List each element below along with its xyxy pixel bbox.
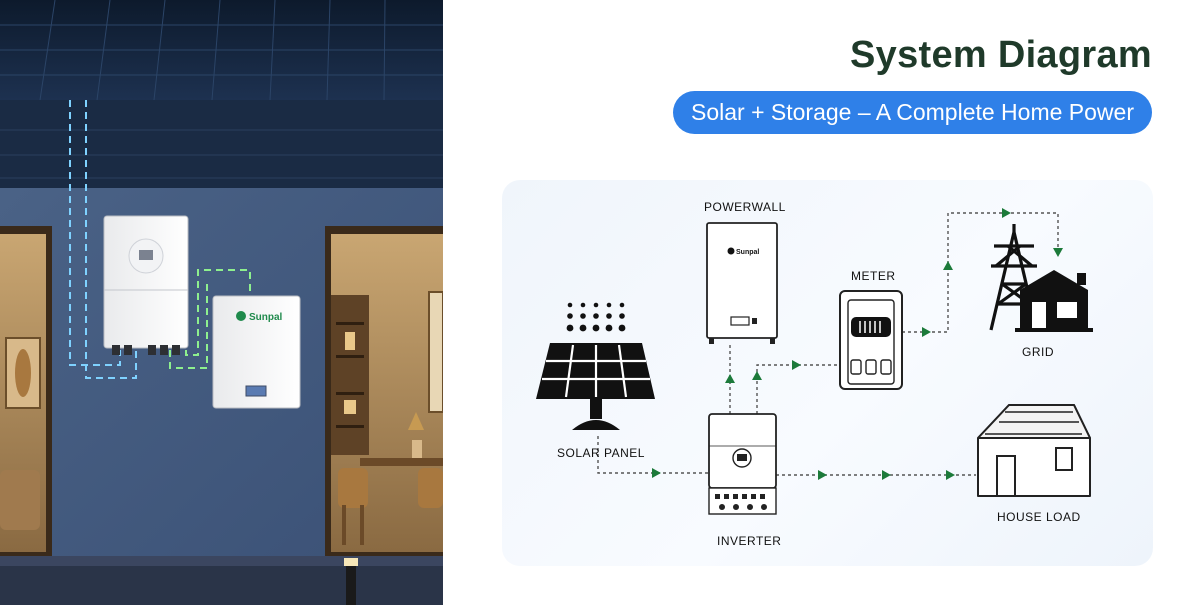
installation-photo: Sunpal (0, 0, 443, 605)
meter-to-grid-line (902, 212, 1059, 333)
blue-dc-cables (69, 100, 137, 379)
meter-icon (839, 290, 903, 390)
roof-eave (0, 100, 443, 188)
green-battery-cables (169, 269, 251, 369)
system-diagram: Sunpal (536, 208, 1093, 515)
inverter-icon (708, 413, 777, 515)
flow-arrow (752, 371, 762, 380)
flow-arrow (818, 470, 827, 480)
solar-panel-grid-lines (0, 0, 443, 101)
subtitle-pill: Solar + Storage – A Complete Home Power (673, 91, 1152, 134)
grid-label: GRID (1022, 345, 1054, 359)
powerwall-brand-text: Sunpal (736, 249, 759, 256)
flow-arrow (1053, 248, 1063, 257)
battery-unit-photo: Sunpal (212, 295, 301, 409)
flow-arrow (725, 374, 735, 383)
house-load-label: HOUSE LOAD (997, 510, 1081, 524)
solar-to-inverter-line (597, 436, 708, 474)
house-wall-illustration: Sunpal (0, 0, 443, 605)
house-icon (977, 404, 1091, 497)
flow-arrow (943, 261, 953, 270)
inverter-to-meter-line (756, 364, 840, 414)
page-title: System Diagram (849, 34, 1152, 76)
grid-icon (989, 224, 1093, 332)
flow-arrow (792, 360, 801, 370)
flow-arrow (1002, 208, 1011, 218)
flow-arrows (652, 208, 1063, 480)
system-diagram-card: Sunpal (502, 180, 1153, 566)
flow-arrow (652, 468, 661, 478)
solar-panel-icon (536, 302, 655, 430)
energy-flow-lines (597, 212, 1059, 476)
solar-panel-label: SOLAR PANEL (557, 446, 645, 460)
flow-arrow (946, 470, 955, 480)
flow-arrow (922, 327, 931, 337)
meter-label: METER (851, 269, 896, 283)
battery-brand-text: Sunpal (249, 312, 283, 323)
powerwall-label: POWERWALL (704, 200, 786, 214)
flow-arrow (882, 470, 891, 480)
inverter-label: INVERTER (717, 534, 782, 548)
powerwall-icon: Sunpal (706, 222, 778, 344)
inverter-unit-photo (103, 215, 189, 355)
